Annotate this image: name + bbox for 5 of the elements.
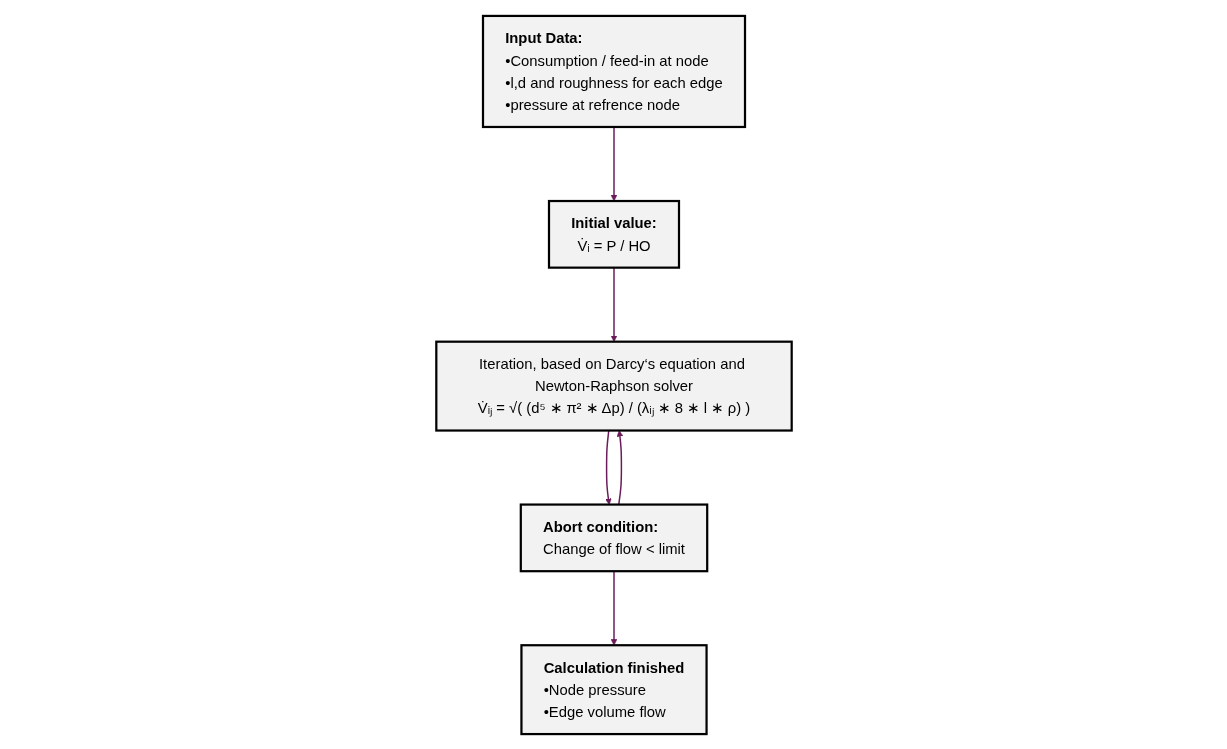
node-box: Iteration, based on Darcy‘s equation and Newton-Raphson solver V̇ᵢⱼ = √( (d⁵ ∗ π² ∗ Δp) / (λᵢⱼ ∗ 8 ∗ l ∗ ρ) ) [434, 340, 793, 432]
node-box: Abort condition: Change of flow < limit [519, 502, 708, 572]
node-box: Input Data: •Consumption / feed-in at node •l,d and roughness for each edge •pressure at refrence node [481, 14, 746, 128]
node-box: Calculation finished •Node pressure •Edge volume flow [519, 643, 708, 735]
node-box: Initial value: V̇ᵢ = P / HO [547, 199, 680, 269]
